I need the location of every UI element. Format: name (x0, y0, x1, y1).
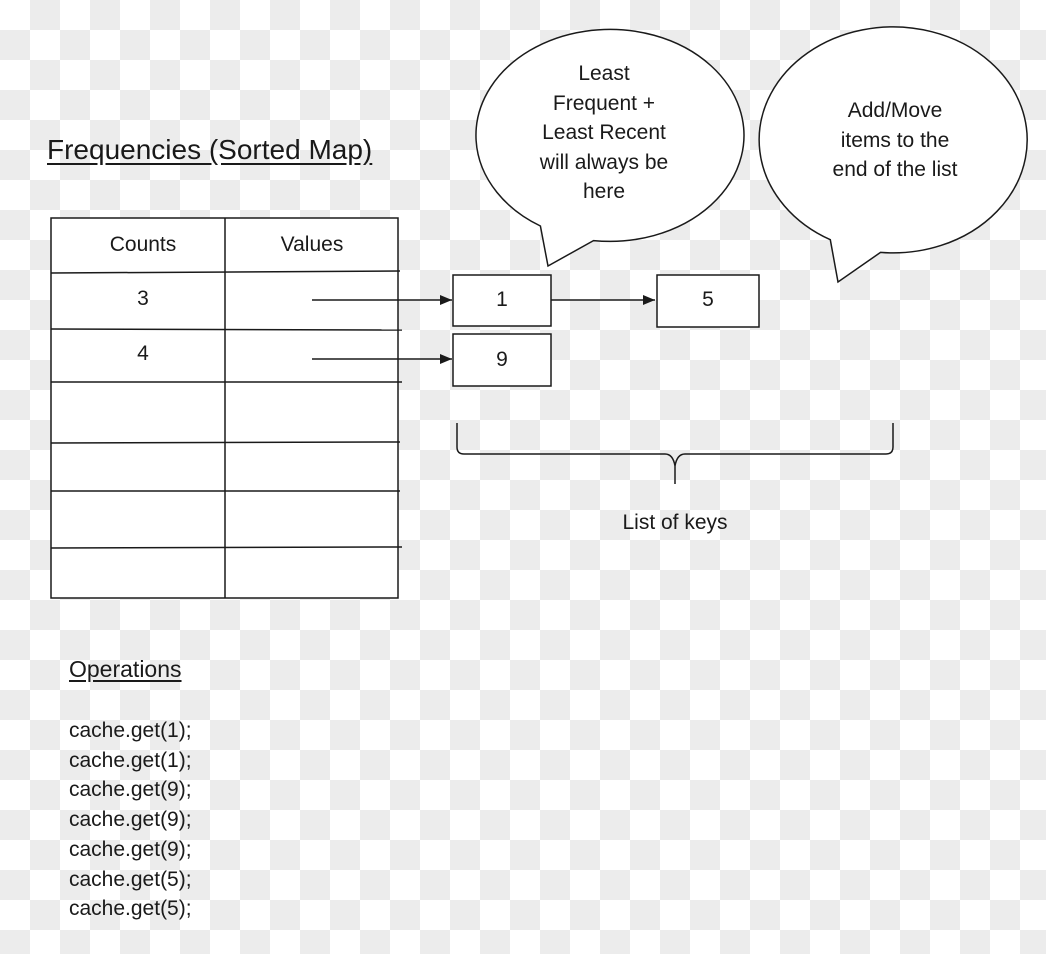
page-title: Frequencies (Sorted Map) (47, 134, 373, 165)
key-label-5: 5 (702, 288, 714, 311)
operations-title: Operations (69, 656, 182, 682)
key-box-9 (452, 333, 552, 387)
table-row-divider (50, 328, 403, 331)
bubble-right-text: Add/Move items to the end of the list (795, 96, 995, 185)
key-label-9: 9 (496, 348, 508, 371)
table-cell-count: 4 (137, 342, 149, 365)
bubble-right-line: items to the (840, 128, 950, 152)
operation-item: cache.get(9); (69, 808, 192, 832)
key-box-1 (452, 274, 552, 327)
operation-item: cache.get(5); (69, 867, 192, 891)
bubble-left-line: Least (578, 62, 630, 85)
bubble-left-line: here (582, 180, 626, 204)
operation-item: cache.get(9); (69, 778, 192, 802)
table-row-divider (50, 546, 403, 549)
frequency-table (50, 217, 403, 599)
table-row-divider (50, 270, 401, 274)
bubble-left-line: will always be (539, 150, 669, 174)
operations-list: cache.get(1); cache.get(1); cache.get(9)… (69, 716, 192, 924)
bubble-left-line: Least Recent (542, 121, 666, 145)
header-counts: Counts (109, 233, 177, 256)
speech-bubble-right (758, 26, 1028, 284)
bubble-left-text: Least Frequent + Least Recent will alway… (504, 59, 704, 207)
operation-item: cache.get(1); (69, 748, 192, 772)
list-of-keys-label: List of keys (622, 511, 728, 534)
key-label-1: 1 (496, 288, 508, 311)
table-cell-count: 3 (137, 287, 149, 310)
operation-item: cache.get(5); (69, 897, 192, 921)
bubble-right-line: end of the list (832, 158, 958, 182)
bubble-left-line: Frequent + (552, 91, 656, 115)
list-brace (456, 423, 894, 484)
operation-item: cache.get(9); (69, 837, 192, 861)
table-row-divider (50, 441, 401, 444)
bubble-right-line: Add/Move (847, 99, 943, 122)
operation-item: cache.get(1); (69, 719, 192, 742)
key-box-5 (656, 274, 760, 328)
speech-bubble-left (475, 28, 745, 268)
header-values: Values (280, 233, 344, 256)
